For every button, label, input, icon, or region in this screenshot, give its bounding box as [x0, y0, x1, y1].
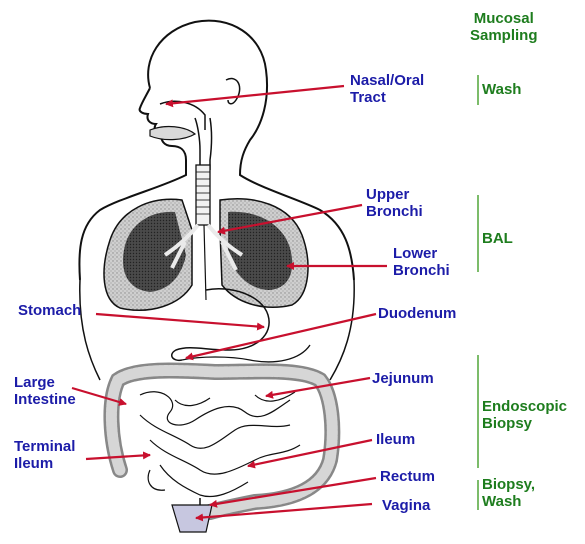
pharynx-back	[210, 118, 212, 170]
ear	[226, 79, 240, 104]
wash-label: Wash	[482, 81, 521, 98]
large-intestine-label: Large Intestine	[14, 374, 76, 408]
vagina-label: Vagina	[382, 497, 430, 514]
vagina	[172, 505, 212, 532]
bal-label: BAL	[482, 230, 513, 247]
pharynx	[195, 118, 200, 170]
duodenum-label: Duodenum	[378, 305, 456, 322]
duodenum-arrow	[186, 314, 376, 358]
stomach-arrow	[96, 314, 264, 327]
small-intestine	[140, 392, 300, 497]
upper-bronchi-label: Upper Bronchi	[366, 186, 423, 220]
jejunum-label: Jejunum	[372, 370, 434, 387]
ileum-label: Ileum	[376, 431, 415, 448]
nasal-oral-tract-arrow	[166, 86, 344, 104]
lower-bronchi-label: Lower Bronchi	[393, 245, 450, 279]
esophagus	[204, 225, 206, 300]
ileum-arrow	[248, 440, 372, 466]
stomach-label: Stomach	[18, 302, 81, 319]
nasal-oral-tract-label: Nasal/Oral Tract	[350, 72, 424, 106]
rectum-label: Rectum	[380, 468, 435, 485]
endoscopic-biopsy-label: Endoscopic Biopsy	[482, 398, 567, 432]
oral-cavity	[150, 127, 195, 140]
mucosal-sampling-header: Mucosal Sampling	[470, 10, 538, 44]
nasal-cavity	[160, 101, 205, 130]
terminal-ileum-label: Terminal Ileum	[14, 438, 75, 472]
trachea	[196, 165, 210, 225]
biopsy-wash-label: Biopsy, Wash	[482, 476, 535, 510]
